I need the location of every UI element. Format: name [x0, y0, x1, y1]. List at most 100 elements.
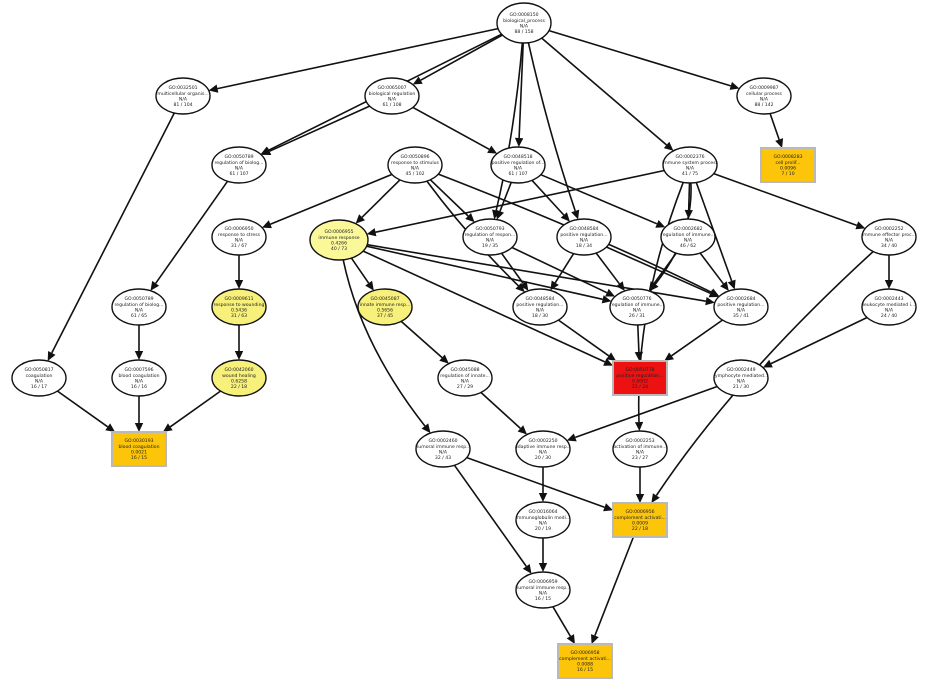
node-label-line: blood coagulation: [118, 444, 159, 450]
arrowhead-n14-n32: [651, 493, 660, 503]
node-label-line: N/A: [486, 237, 495, 243]
node-label-line: 31 / 63: [231, 313, 247, 319]
edge-n29-n32: [466, 456, 605, 508]
node-shape: [211, 359, 267, 397]
edge-n12-n20: [606, 246, 711, 295]
node-label-line: GO:0009611: [224, 296, 253, 302]
node-label-line: N/A: [135, 307, 144, 313]
arrowhead-n6-n10: [355, 214, 365, 224]
node-label-line: complement activati...: [559, 656, 611, 662]
node-label-line: GO:0002682: [673, 226, 702, 232]
node-label-line: biological regulation: [369, 91, 416, 97]
node-label-line: 0.5656: [377, 307, 393, 313]
edge-n0-n11: [495, 42, 524, 211]
node-label-line: positive regulation...: [717, 302, 764, 308]
node-label-line: GO:0030193: [124, 438, 153, 444]
node-shape: [736, 77, 792, 115]
arrowhead-n8-n14: [855, 221, 866, 230]
edge-n8-n13: [687, 182, 691, 211]
arrowhead-n19-n26: [634, 351, 644, 361]
node-shape: [612, 502, 668, 538]
node-label-line: GO:0002376: [675, 154, 704, 160]
edge-n7-n11: [499, 182, 512, 212]
node-label-line: 0.6258: [231, 378, 247, 384]
arrowhead-n11-n18: [519, 281, 529, 291]
node-label-line: positive regulation...: [616, 373, 663, 379]
node-shape: [861, 288, 917, 326]
node-label-line: 16 / 15: [577, 667, 593, 673]
node-label-line: 7 / 10: [781, 171, 794, 177]
edge-n10-n26: [362, 250, 606, 363]
node-label-line: response to stress: [218, 232, 261, 238]
node-label-line: N/A: [636, 449, 645, 455]
node-label-line: 46 / 62: [680, 243, 696, 249]
node-shape: [462, 218, 518, 256]
edge-n7-n13: [540, 173, 658, 225]
arrowhead-n0-n7: [514, 137, 524, 147]
node-label-line: innate immune resp...: [360, 302, 411, 308]
node-label-line: 22 / 18: [231, 384, 247, 390]
node-shape: [660, 218, 716, 256]
edge-n32-n35: [594, 536, 635, 636]
arrowhead-n6-n11: [465, 213, 475, 223]
node-label-line: activation of immune...: [613, 444, 666, 450]
edge-n2-n7: [412, 106, 490, 151]
node-label-line: N/A: [539, 520, 548, 526]
node-label-line: 41 / 75: [682, 171, 698, 177]
node-shape: [309, 219, 369, 261]
node-label-line: N/A: [539, 449, 548, 455]
edge-n18-n26: [558, 319, 610, 357]
node-shape: [211, 288, 267, 326]
node-label-line: regulation of immune...: [661, 232, 715, 238]
node-label-line: 16 / 16: [131, 384, 147, 390]
node-shape: [357, 288, 413, 326]
edge-n5-n15: [155, 180, 229, 284]
node-label-line: N/A: [439, 449, 448, 455]
node-label-line: GO:0002460: [428, 438, 457, 444]
node-shape: [415, 430, 471, 468]
node-label-line: 16 / 15: [131, 455, 147, 461]
node-label-line: GO:0050789: [124, 296, 153, 302]
arrowhead-n12-n20: [708, 289, 719, 298]
arrowhead-n13-n19: [648, 281, 658, 291]
node-label-line: 81 / 104: [173, 102, 192, 108]
node-shape: [512, 288, 568, 326]
